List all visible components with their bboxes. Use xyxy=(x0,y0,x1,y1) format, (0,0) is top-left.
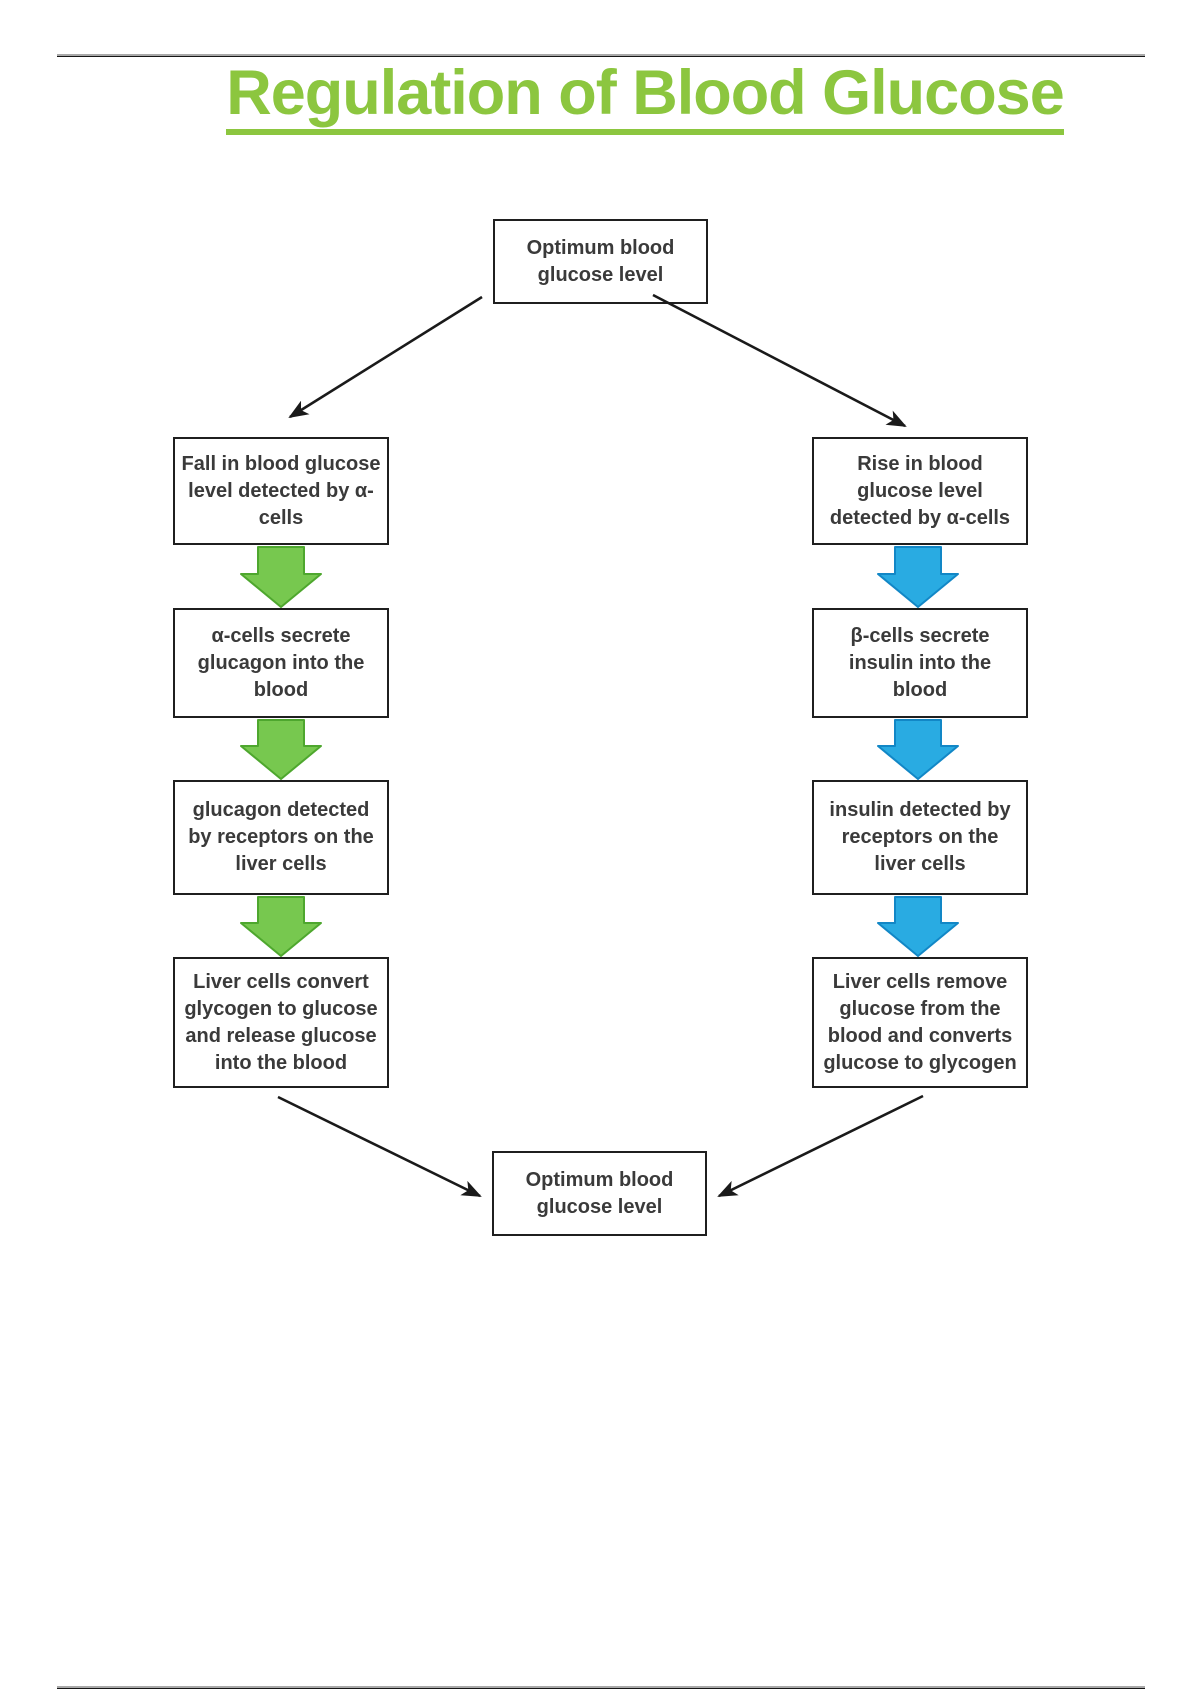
node-beta-secrete-insulin-label: β-cells secrete insulin into the blood xyxy=(848,624,992,701)
horizontal-rule-top xyxy=(57,54,1145,57)
node-rise-detected-label: Rise in blood glucose level detected by … xyxy=(829,452,1011,529)
title-container: Regulation of Blood Glucose xyxy=(200,60,1090,136)
node-optimum-start: Optimum blood glucose level xyxy=(493,219,708,304)
node-beta-secrete-insulin: β-cells secrete insulin into the blood xyxy=(812,608,1028,718)
node-optimum-end-label: Optimum blood glucose level xyxy=(525,1168,674,1218)
horizontal-rule-bottom xyxy=(57,1686,1145,1689)
connector-arrow-right-to-end xyxy=(717,1094,924,1198)
node-liver-remove-glucose: Liver cells remove glucose from the bloo… xyxy=(812,957,1028,1088)
node-liver-remove-glucose-label: Liver cells remove glucose from the bloo… xyxy=(823,970,1017,1074)
connector-arrow-left-to-end xyxy=(277,1095,482,1198)
connector-arrow-top-to-left xyxy=(288,295,483,419)
connector-arrow-top-to-right xyxy=(652,293,907,428)
node-fall-detected: Fall in blood glucose level detected by … xyxy=(173,437,389,545)
block-arrow-green-1-icon xyxy=(240,546,322,608)
node-alpha-secrete-glucagon: α-cells secrete glucagon into the blood xyxy=(173,608,389,718)
block-arrow-blue-1-icon xyxy=(877,546,959,608)
page-title: Regulation of Blood Glucose xyxy=(226,60,1065,136)
node-glucagon-receptors: glucagon detected by receptors on the li… xyxy=(173,780,389,895)
block-arrow-green-3-icon xyxy=(240,896,322,957)
node-optimum-start-label: Optimum blood glucose level xyxy=(526,236,675,286)
block-arrow-green-2-icon xyxy=(240,719,322,780)
node-insulin-receptors: insulin detected by receptors on the liv… xyxy=(812,780,1028,895)
node-rise-detected: Rise in blood glucose level detected by … xyxy=(812,437,1028,545)
node-alpha-secrete-glucagon-label: α-cells secrete glucagon into the blood xyxy=(197,624,365,701)
node-fall-detected-label: Fall in blood glucose level detected by … xyxy=(181,452,381,529)
node-liver-convert-glycogen: Liver cells convert glycogen to glucose … xyxy=(173,957,389,1088)
node-glucagon-receptors-label: glucagon detected by receptors on the li… xyxy=(188,799,374,875)
block-arrow-blue-2-icon xyxy=(877,719,959,780)
node-optimum-end: Optimum blood glucose level xyxy=(492,1151,707,1236)
node-liver-convert-glycogen-label: Liver cells convert glycogen to glucose … xyxy=(184,970,378,1074)
block-arrow-blue-3-icon xyxy=(877,896,959,957)
node-insulin-receptors-label: insulin detected by receptors on the liv… xyxy=(829,799,1011,875)
